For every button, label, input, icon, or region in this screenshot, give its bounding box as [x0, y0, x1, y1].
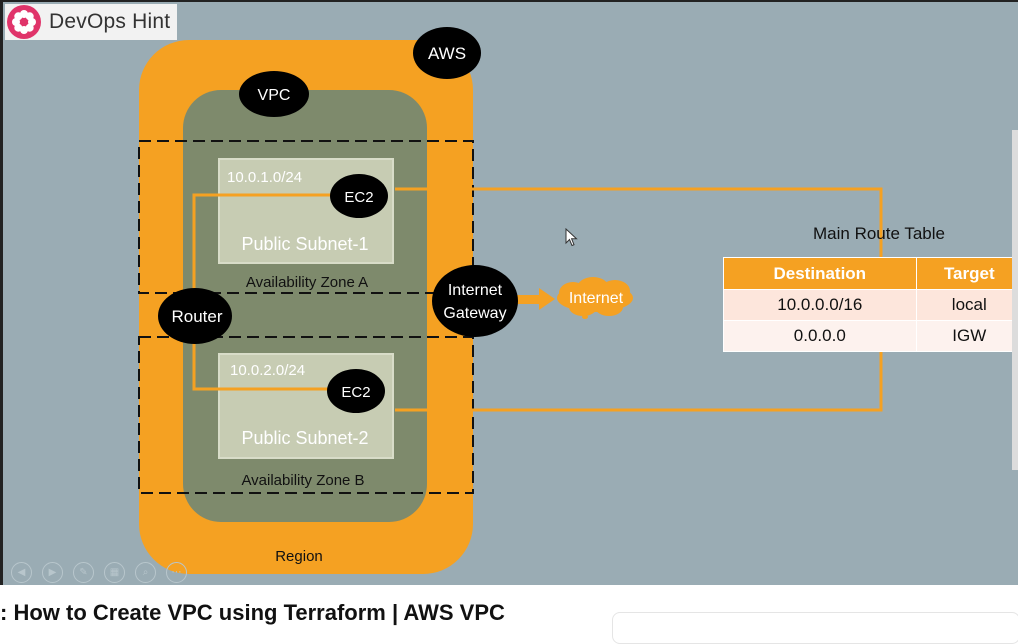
vpc-label: VPC: [258, 87, 291, 104]
aws-label: AWS: [428, 44, 466, 63]
route-table-header-target: Target: [916, 258, 1018, 290]
slides-grid-icon[interactable]: ▦: [104, 562, 125, 583]
region-label: Region: [275, 548, 323, 565]
brand-name: DevOps Hint: [49, 10, 170, 34]
gear-flower-icon: [7, 5, 41, 39]
gateway-label-line2: Gateway: [443, 305, 506, 322]
slide-controls: ◀ ▶ ✎ ▦ ⌕ ⋯: [11, 562, 187, 583]
side-panel-card[interactable]: [612, 612, 1018, 644]
router-label: Router: [171, 307, 222, 326]
route-target-cell: local: [916, 290, 1018, 321]
table-row: 10.0.0.0/16 local: [724, 290, 1018, 321]
table-row: 0.0.0.0 IGW: [724, 321, 1018, 352]
zoom-icon[interactable]: ⌕: [135, 562, 156, 583]
subnet-1-cidr: 10.0.1.0/24: [227, 169, 302, 186]
route-destination-cell: 10.0.0.0/16: [724, 290, 917, 321]
zone-b-label: Availability Zone B: [241, 472, 364, 489]
route-table: Destination Target 10.0.0.0/16 local 0.0…: [723, 257, 1018, 352]
subnet-1-name: Public Subnet-1: [241, 234, 368, 254]
route-target-cell: IGW: [916, 321, 1018, 352]
internet-gateway-node: [432, 265, 518, 337]
mouse-pointer-icon: [565, 228, 579, 248]
subnet-2-name: Public Subnet-2: [241, 428, 368, 448]
more-options-icon[interactable]: ⋯: [166, 562, 187, 583]
internet-label: Internet: [569, 290, 624, 307]
slide-stage: Region 10.0.1.0/24 Public Subnet-1 Avail…: [0, 0, 1018, 585]
previous-slide-icon[interactable]: ◀: [11, 562, 32, 583]
ec2-label-b: EC2: [341, 384, 370, 401]
gateway-arrow: [517, 288, 555, 310]
next-slide-icon[interactable]: ▶: [42, 562, 63, 583]
video-title[interactable]: : How to Create VPC using Terraform | AW…: [0, 600, 505, 626]
route-destination-cell: 0.0.0.0: [724, 321, 917, 352]
subnet-2-cidr: 10.0.2.0/24: [230, 362, 305, 379]
zone-a-label: Availability Zone A: [246, 274, 368, 291]
scrollbar[interactable]: [1012, 130, 1018, 470]
ec2-label-a: EC2: [344, 189, 373, 206]
pen-icon[interactable]: ✎: [73, 562, 94, 583]
gateway-label-line1: Internet: [448, 282, 503, 299]
channel-logo[interactable]: DevOps Hint: [5, 4, 177, 40]
route-table-header-destination: Destination: [724, 258, 917, 290]
route-table-title: Main Route Table: [813, 224, 945, 244]
